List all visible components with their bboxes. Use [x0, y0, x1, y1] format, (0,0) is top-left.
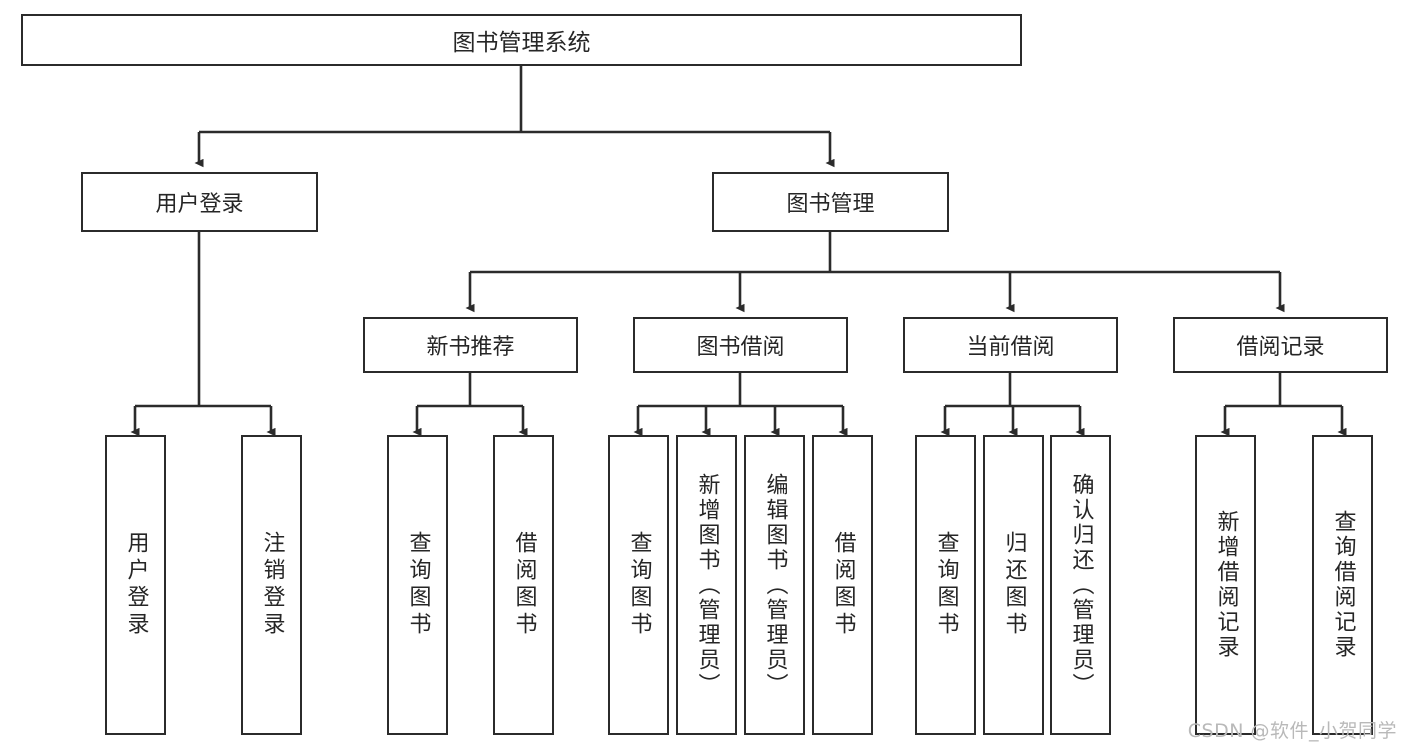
- node-current-borrow[interactable]: 当前借阅: [903, 317, 1118, 373]
- leaf-book-borrow-borrow-book[interactable]: 借阅图书: [812, 435, 873, 735]
- leaf-new-book-query-book[interactable]: 查询图书: [387, 435, 448, 735]
- leaf-book-borrow-edit-book-admin[interactable]: 编辑图书（管理员）: [744, 435, 805, 735]
- leaf-current-borrow-query-book[interactable]: 查询图书: [915, 435, 976, 735]
- leaf-label: 编辑图书（管理员）: [762, 472, 788, 698]
- leaf-current-borrow-return-book[interactable]: 归还图书: [983, 435, 1044, 735]
- node-book-management[interactable]: 图书管理: [712, 172, 949, 232]
- leaf-new-book-borrow-book[interactable]: 借阅图书: [493, 435, 554, 735]
- leaf-label: 新增图书（管理员）: [694, 472, 720, 698]
- leaf-borrow-record-add-record[interactable]: 新增借阅记录: [1195, 435, 1256, 735]
- node-book-borrow[interactable]: 图书借阅: [633, 317, 848, 373]
- leaf-current-borrow-confirm-return-admin[interactable]: 确认归还（管理员）: [1050, 435, 1111, 735]
- leaf-book-borrow-query-book[interactable]: 查询图书: [608, 435, 669, 735]
- node-label: 借阅记录: [1236, 335, 1325, 360]
- node-label: 图书管理系统: [452, 30, 591, 56]
- leaf-book-borrow-add-book-admin[interactable]: 新增图书（管理员）: [676, 435, 737, 735]
- leaf-label: 借阅图书: [511, 531, 537, 639]
- node-borrow-record[interactable]: 借阅记录: [1173, 317, 1388, 373]
- leaf-borrow-record-query-record[interactable]: 查询借阅记录: [1312, 435, 1373, 735]
- leaf-label: 归还图书: [1001, 531, 1027, 639]
- leaf-label: 确认归还（管理员）: [1068, 472, 1094, 698]
- leaf-label: 查询借阅记录: [1330, 510, 1356, 660]
- leaf-label: 查询图书: [405, 531, 431, 639]
- node-new-book-recommend[interactable]: 新书推荐: [363, 317, 578, 373]
- leaf-label: 新增借阅记录: [1213, 510, 1239, 660]
- leaf-label: 查询图书: [626, 531, 652, 639]
- node-label: 新书推荐: [426, 335, 515, 360]
- node-root-book-management-system[interactable]: 图书管理系统: [21, 14, 1022, 66]
- leaf-label: 注销登录: [259, 531, 285, 639]
- node-label: 图书管理: [786, 192, 875, 217]
- node-label: 用户登录: [155, 192, 244, 217]
- leaf-label: 用户登录: [123, 531, 149, 639]
- leaf-label: 查询图书: [933, 531, 959, 639]
- node-user-login[interactable]: 用户登录: [81, 172, 318, 232]
- leaf-user-login[interactable]: 用户登录: [105, 435, 166, 735]
- leaf-logout[interactable]: 注销登录: [241, 435, 302, 735]
- node-label: 当前借阅: [966, 335, 1055, 360]
- leaf-label: 借阅图书: [830, 531, 856, 639]
- node-label: 图书借阅: [696, 335, 785, 360]
